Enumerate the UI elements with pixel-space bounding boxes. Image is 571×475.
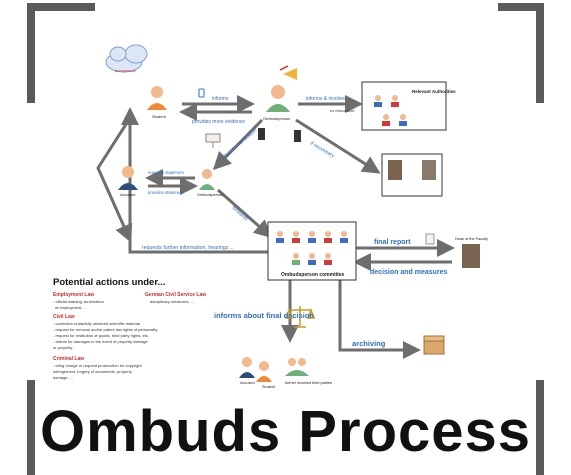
page-title: Ombuds Process xyxy=(39,399,532,464)
label-dean: Dean of the Faculty xyxy=(455,237,488,241)
flow-label-informs-final: informs about final decision xyxy=(214,311,314,320)
authorities-box xyxy=(361,81,447,131)
label-accused-final: Accused xyxy=(240,381,255,385)
actions-employment-law: Employment Law xyxy=(53,292,95,298)
label-commission: Ombudsperson xyxy=(197,193,223,197)
label-student-final: Student xyxy=(262,385,276,389)
frame-corner-top-left-v xyxy=(27,3,35,103)
balance-scale-icon xyxy=(284,306,316,328)
label-ombudsperson: Ombudsperson xyxy=(263,116,290,121)
arrow-student-loop xyxy=(96,117,133,243)
cloud-label: anonymous xyxy=(115,68,136,73)
label-committee: Ombudsperson committee xyxy=(281,272,345,278)
actions-civil-line: or property xyxy=(53,345,73,350)
person-icon-commission xyxy=(199,169,215,190)
frame-corner-top-left xyxy=(27,3,95,11)
frame-corner-top-right xyxy=(498,3,544,11)
megaphone-icon xyxy=(279,65,297,80)
flow-label-decision: decision and measures xyxy=(370,269,448,276)
archive-box-icon xyxy=(423,335,445,355)
person-icon-student xyxy=(147,86,167,110)
actions-civil-line: - request for restitution of goods, thir… xyxy=(53,333,150,338)
actions-civil-service-law: German Civil Service Law xyxy=(145,292,207,298)
document-icon xyxy=(205,133,221,148)
flow-label-clarification: requests clarification xyxy=(219,127,258,161)
label-authorities: Relevant Authorities xyxy=(412,89,456,94)
arrow-committee-to-student xyxy=(121,107,268,254)
label-accused: Accused xyxy=(120,192,135,197)
portrait-icon-dean xyxy=(462,244,480,268)
actions-civil-service-text: disciplinary measures, ... xyxy=(150,299,195,304)
flow-label-requests-further: requests further information, hearings .… xyxy=(142,245,234,251)
flow-label-informs: informs xyxy=(212,96,229,102)
portrait-icon xyxy=(388,160,402,180)
arrow-to-committee xyxy=(217,188,273,238)
frame-corner-top-right-v xyxy=(536,3,544,103)
actions-employment-text-2: of employment, ... xyxy=(55,305,87,310)
cloud-icon xyxy=(105,44,148,73)
actions-criminal-line: infringement, forgery of documents, prop… xyxy=(53,369,132,374)
arrow-to-dean xyxy=(295,118,381,174)
actions-civil-line: - claims for damages in the event of pro… xyxy=(53,339,148,344)
arrow-ombudsperson-to-accused-node xyxy=(212,118,264,171)
person-icon-accused-final xyxy=(239,357,255,378)
person-icon-third-parties xyxy=(285,358,309,376)
actions-criminal-law: Criminal Law xyxy=(53,356,85,362)
flow-label-provides-statement: provides statement xyxy=(148,190,184,195)
actions-criminal-line: damage, ... xyxy=(53,375,74,380)
person-icon-ombudsperson xyxy=(266,85,290,112)
actions-civil-line: - request for removal and/or patent law … xyxy=(53,327,158,332)
label-student: Student xyxy=(152,114,167,119)
document-icon xyxy=(425,233,435,245)
actions-heading: Potential actions under... xyxy=(53,277,166,288)
person-icon-student-final xyxy=(256,361,272,382)
flow-label-informs-involves: informs & involves xyxy=(306,96,347,102)
flow-label-more-evidence: provides more evidence xyxy=(192,119,245,125)
flow-label-no-misconduct: no misconduct xyxy=(330,109,355,113)
frame-corner-bottom-right xyxy=(536,380,544,475)
phone-icon xyxy=(198,88,205,98)
frame-corner-bottom-left xyxy=(27,380,35,475)
actions-criminal-line: - bring charge or request prosecution fo… xyxy=(53,363,142,368)
committee-box xyxy=(267,221,357,281)
flow-label-final-report: final report xyxy=(374,239,411,246)
actions-civil-law: Civil Law xyxy=(53,314,75,320)
flow-label-requests-statement: requests statement xyxy=(148,170,184,175)
person-icon-accused xyxy=(118,166,138,190)
traffic-light-icon xyxy=(258,128,301,142)
flow-label-archiving: archiving xyxy=(352,339,386,348)
label-further-parties: further involved third parties xyxy=(285,381,332,385)
actions-civil-line: - correction unlawfully obtained scienti… xyxy=(53,321,140,326)
dean-box xyxy=(381,153,443,197)
actions-employment-text-1: - official warning, termination xyxy=(53,299,104,304)
portrait-icon xyxy=(422,160,436,180)
arrow-archiving xyxy=(338,278,421,359)
